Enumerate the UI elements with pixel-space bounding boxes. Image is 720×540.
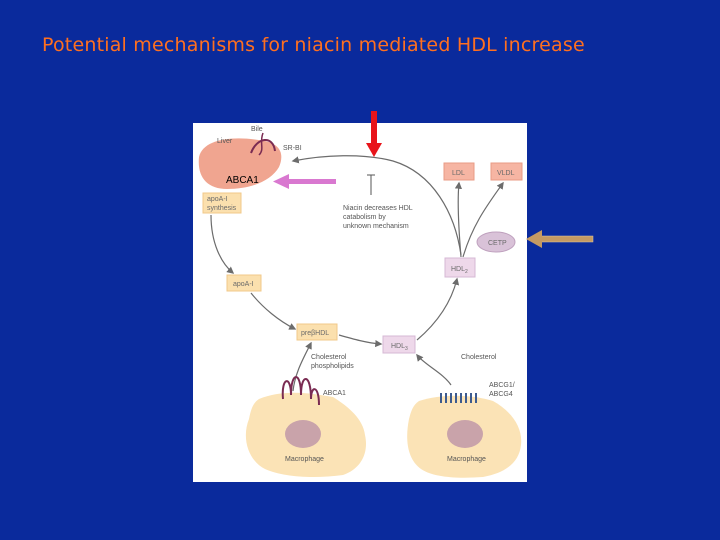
liver-label: Liver [217,138,233,145]
hdl3-label: HDL3 [391,343,408,352]
abca1-overlay-label: ABCA1 [226,175,259,186]
abcg-label-line2: ABCG4 [489,391,513,398]
arrow-hdl2-to-ldl [454,181,463,258]
arrow-synthesis-to-apoa1 [210,214,235,274]
bile-duct [258,132,264,156]
cholesterol-phospholipids-line2: phospholipids [311,363,354,370]
hdl2-label: HDL2 [451,266,468,275]
apoa1-box [226,274,262,292]
macrophage-left-label: Macrophage [285,456,324,463]
arrow-hdl3-to-hdl2 [416,277,460,341]
apoa1-label: apoA-I [233,281,254,288]
cetp-label: CETP [488,240,507,247]
apoa1-synthesis-line2: synthesis [207,205,237,212]
vldl-label: VLDL [497,170,515,177]
vldl-box [490,162,523,181]
bile-label: Bile [251,126,263,133]
niacin-note-line2: catabolism by [343,214,386,221]
macrophage-left-nucleus [285,420,321,448]
apoa1-synthesis-line1: apoA-I [207,196,228,203]
hdl3-box [382,335,416,354]
arrow-cell-to-prebeta [292,341,312,392]
arrow-prebeta-to-hdl3 [338,334,383,348]
red-down-arrow [366,111,382,157]
prebeta-hdl-box [296,323,338,341]
tan-left-arrow [526,230,594,248]
prebeta-hdl-label: preβHDL [301,330,329,337]
sr-bi-label: SR-BI [283,145,302,152]
arrow-hdl2-to-vldl [462,181,504,258]
hdl-metabolism-diagram: Liver Bile SR-BI apoA-I synthesis apoA-I… [198,126,523,478]
niacin-note-line1: Niacin decreases HDL [343,205,413,212]
arrow-cell-to-hdl3 [416,353,452,386]
macrophage-right-label: Macrophage [447,456,486,463]
slide-title: Potential mechanisms for niacin mediated… [42,34,585,56]
arrow-apoa1-to-prebeta [250,292,297,330]
hdl-metabolism-figure: Liver Bile SR-BI apoA-I synthesis apoA-I… [193,123,527,482]
apoa1-synthesis-box [202,192,242,214]
niacin-note-line3: unknown mechanism [343,223,409,230]
macrophage-right-nucleus [447,420,483,448]
abcg-transporters [440,393,477,403]
cholesterol-label: Cholesterol [461,354,497,361]
abcg-label-line1: ABCG1/ [489,382,515,389]
cycle-arrow-top [291,155,462,256]
cholesterol-phospholipids-line1: Cholesterol [311,354,347,361]
pink-left-arrow [273,174,336,189]
cetp-oval [476,231,516,253]
ldl-box [443,162,475,181]
ldl-label: LDL [452,170,465,177]
hdl2-box [444,257,476,278]
abca1-transporter [281,376,320,406]
abca1-transporter-label: ABCA1 [323,390,346,397]
